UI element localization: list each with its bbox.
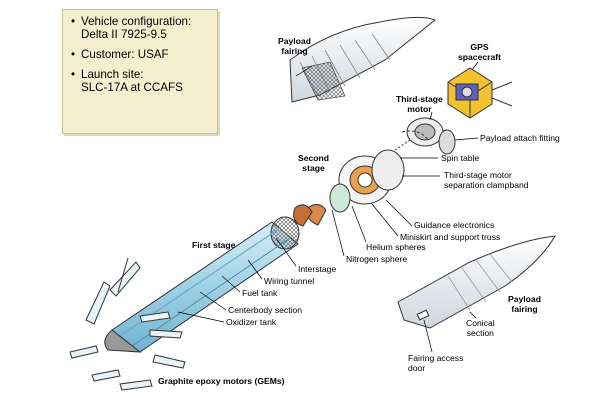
label-payload-fairing-bottom: Payload fairing bbox=[508, 294, 541, 314]
label-line: spacecraft bbox=[458, 52, 501, 62]
graphite-epoxy-motors bbox=[69, 257, 186, 391]
label-line: section bbox=[466, 328, 494, 338]
label-line: Payload bbox=[508, 294, 541, 304]
label-line: Fairing access bbox=[408, 353, 464, 363]
label-miniskirt: Miniskirt and support truss bbox=[400, 232, 501, 242]
label-line: Third-stage motor bbox=[444, 170, 512, 180]
info-label: Vehicle configuration: bbox=[81, 15, 192, 28]
label-payload-fairing-top: Payload fairing bbox=[278, 36, 311, 56]
mission-info-box: • Vehicle configuration: Delta II 7925-9… bbox=[62, 9, 218, 134]
label-line: motor bbox=[407, 104, 432, 114]
label-payload-attach-fitting: Payload attach fitting bbox=[480, 133, 560, 143]
label-fuel-tank: Fuel tank bbox=[242, 288, 278, 298]
second-stage-assembly bbox=[293, 130, 429, 227]
label-line: Second bbox=[298, 153, 330, 163]
label-helium-spheres: Helium spheres bbox=[366, 242, 426, 252]
label-first-stage: First stage bbox=[192, 240, 236, 250]
info-label: Customer: USAF bbox=[81, 48, 169, 61]
label-line: fairing bbox=[281, 46, 308, 56]
label-spin-table: Spin table bbox=[441, 153, 480, 163]
label-third-stage-motor: Third-stage motor bbox=[396, 94, 443, 114]
label-conical-section: Conical section bbox=[466, 318, 495, 338]
label-line: Conical bbox=[466, 318, 495, 328]
bullet-icon: • bbox=[71, 48, 76, 61]
gps-spacecraft bbox=[447, 67, 513, 119]
label-line: fairing bbox=[511, 304, 538, 314]
info-customer: • Customer: USAF bbox=[71, 48, 209, 61]
label-oxidizer-tank: Oxidizer tank bbox=[226, 317, 277, 327]
label-separation-clampband: Third-stage motor separation clampband bbox=[444, 170, 529, 190]
label-line: Third-stage bbox=[396, 94, 443, 104]
label-gems: Graphite epoxy motors (GEMs) bbox=[158, 376, 285, 386]
label-line: GPS bbox=[470, 42, 489, 52]
label-line: Payload bbox=[278, 36, 311, 46]
label-line: door bbox=[408, 363, 426, 373]
label-interstage: Interstage bbox=[298, 264, 337, 274]
info-label: Launch site: bbox=[81, 68, 144, 81]
label-gps-spacecraft: GPS spacecraft bbox=[458, 42, 501, 62]
third-stage-motor bbox=[394, 117, 456, 155]
label-guidance-electronics: Guidance electronics bbox=[414, 220, 495, 230]
payload-fairing-top bbox=[289, 16, 436, 103]
payload-fairing-bottom bbox=[397, 235, 556, 329]
info-value: SLC-17A at CCAFS bbox=[81, 81, 183, 94]
label-second-stage: Second stage bbox=[298, 153, 329, 173]
label-wiring-tunnel: Wiring tunnel bbox=[264, 276, 315, 286]
label-line: separation clampband bbox=[444, 180, 529, 190]
bullet-icon: • bbox=[71, 68, 76, 81]
bullet-icon: • bbox=[71, 15, 76, 28]
info-value: Delta II 7925-9.5 bbox=[81, 28, 167, 41]
label-fairing-access-door: Fairing access door bbox=[408, 353, 463, 373]
leader-lines bbox=[177, 61, 479, 353]
info-launch-site: • Launch site: SLC-17A at CCAFS bbox=[71, 68, 209, 94]
label-centerbody-section: Centerbody section bbox=[228, 305, 303, 315]
label-line: stage bbox=[302, 163, 325, 173]
info-vehicle-configuration: • Vehicle configuration: Delta II 7925-9… bbox=[71, 15, 209, 41]
label-nitrogen-sphere: Nitrogen sphere bbox=[346, 254, 408, 264]
